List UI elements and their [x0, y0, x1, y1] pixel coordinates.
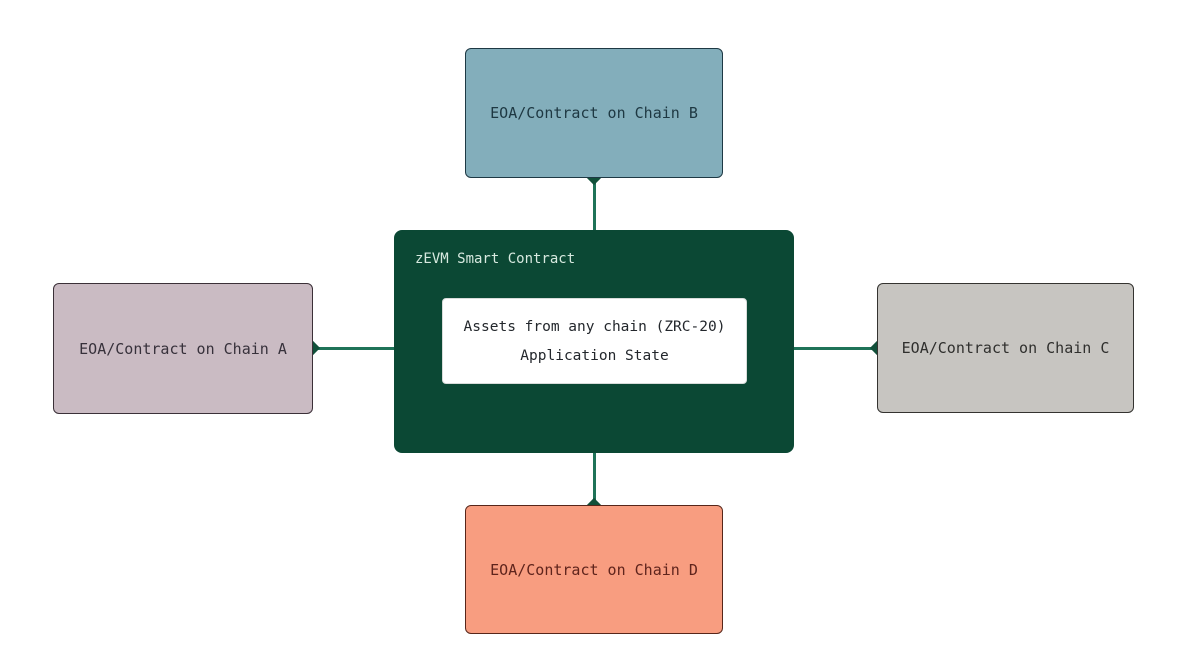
zevm-inner-panel: Assets from any chain (ZRC-20) Applicati… — [442, 298, 747, 384]
node-chain-a-label: EOA/Contract on Chain A — [79, 339, 287, 358]
zevm-title: zEVM Smart Contract — [415, 251, 576, 267]
inner-line-application-state: Application State — [520, 347, 669, 364]
edge-center-to-chain-a — [313, 347, 395, 350]
node-chain-c: EOA/Contract on Chain C — [877, 283, 1134, 413]
node-chain-b-label: EOA/Contract on Chain B — [490, 104, 698, 122]
edge-center-to-chain-c — [793, 347, 878, 350]
node-zevm-smart-contract: zEVM Smart Contract Assets from any chai… — [394, 230, 794, 453]
node-chain-c-label: EOA/Contract on Chain C — [901, 339, 1110, 357]
node-chain-a: EOA/Contract on Chain A — [53, 283, 313, 414]
node-chain-b: EOA/Contract on Chain B — [465, 48, 723, 178]
node-chain-d-label: EOA/Contract on Chain D — [490, 560, 698, 579]
inner-line-assets: Assets from any chain (ZRC-20) — [463, 318, 726, 335]
edge-center-to-chain-b — [593, 178, 596, 231]
edge-center-to-chain-d — [593, 452, 596, 506]
node-chain-d: EOA/Contract on Chain D — [465, 505, 723, 634]
